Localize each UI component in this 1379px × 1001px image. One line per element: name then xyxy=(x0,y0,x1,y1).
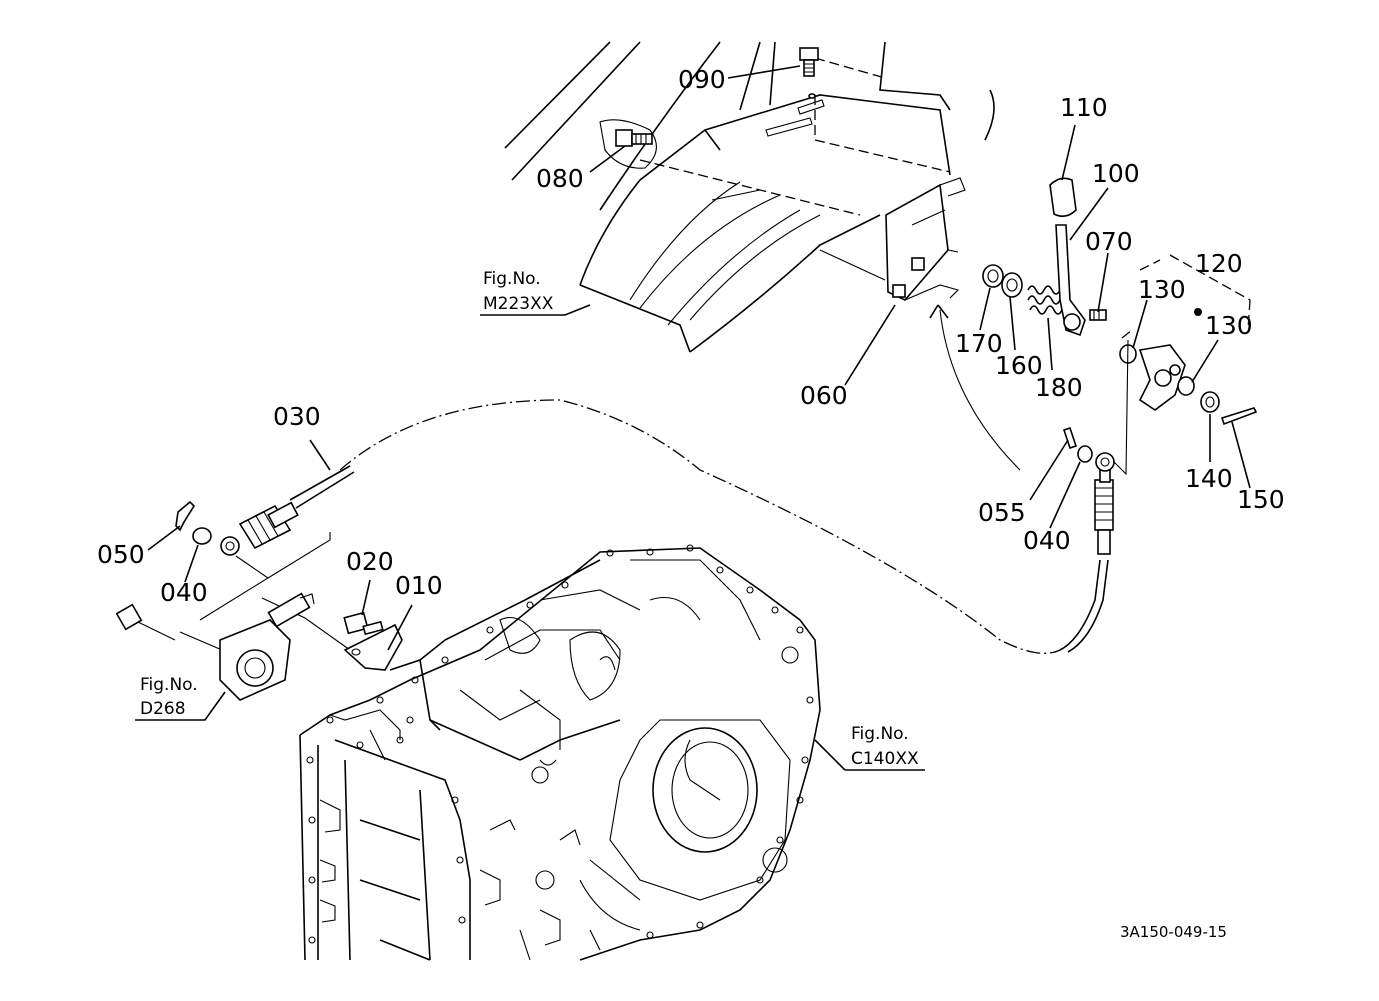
label-030: 030 xyxy=(273,402,321,431)
fig-ref-m223-prefix: Fig.No. xyxy=(483,269,541,289)
transmission-case xyxy=(299,544,821,961)
label-040-left: 040 xyxy=(160,578,208,607)
label-070: 070 xyxy=(1085,227,1133,256)
assembly-120 xyxy=(1119,254,1251,411)
bracket-060 xyxy=(885,177,966,301)
bracket-010 xyxy=(343,623,403,671)
label-040-right: 040 xyxy=(1023,526,1071,555)
label-130-a: 130 xyxy=(1138,275,1186,304)
label-120: 120 xyxy=(1195,249,1243,278)
label-080: 080 xyxy=(536,164,584,193)
fig-ref-d268-number: D268 xyxy=(140,699,186,719)
label-050: 050 xyxy=(97,540,145,569)
fig-ref-c140-prefix: Fig.No. xyxy=(851,724,909,744)
cable-end-right xyxy=(1094,339,1129,555)
label-100: 100 xyxy=(1092,159,1140,188)
fender-panel xyxy=(504,41,995,353)
fig-ref-d268-prefix: Fig.No. xyxy=(140,675,198,695)
fig-ref-m223-number: M223XX xyxy=(483,294,554,314)
label-180: 180 xyxy=(1035,373,1083,402)
control-unit-d268 xyxy=(115,592,315,701)
label-130-b: 130 xyxy=(1205,311,1253,340)
label-055: 055 xyxy=(978,498,1026,527)
cable-end-left xyxy=(220,465,355,556)
label-060: 060 xyxy=(800,381,848,410)
washer-140 xyxy=(1200,391,1220,413)
label-160: 160 xyxy=(995,351,1043,380)
leader-lines xyxy=(135,65,1251,771)
cable-030 xyxy=(339,304,1109,654)
label-170: 170 xyxy=(955,329,1003,358)
fig-ref-c140-number: C140XX xyxy=(851,749,919,769)
pin-055 xyxy=(1062,426,1078,450)
bolt-090 xyxy=(799,47,819,99)
label-090: 090 xyxy=(678,65,726,94)
pin-050 xyxy=(175,500,196,532)
label-010: 010 xyxy=(395,571,443,600)
label-150: 150 xyxy=(1237,485,1285,514)
washer-040-right xyxy=(1077,445,1093,463)
washer-170 xyxy=(982,264,1004,288)
washer-040-left xyxy=(192,527,212,545)
label-020: 020 xyxy=(346,547,394,576)
washer-160 xyxy=(1001,272,1023,298)
lever-100 xyxy=(1049,177,1086,337)
pin-150 xyxy=(1220,407,1258,426)
bolt-020 xyxy=(343,611,384,636)
label-140: 140 xyxy=(1185,464,1233,493)
label-110: 110 xyxy=(1060,93,1108,122)
drawing-code: 3A150-049-15 xyxy=(1120,923,1227,941)
bolt-080 xyxy=(599,119,657,169)
